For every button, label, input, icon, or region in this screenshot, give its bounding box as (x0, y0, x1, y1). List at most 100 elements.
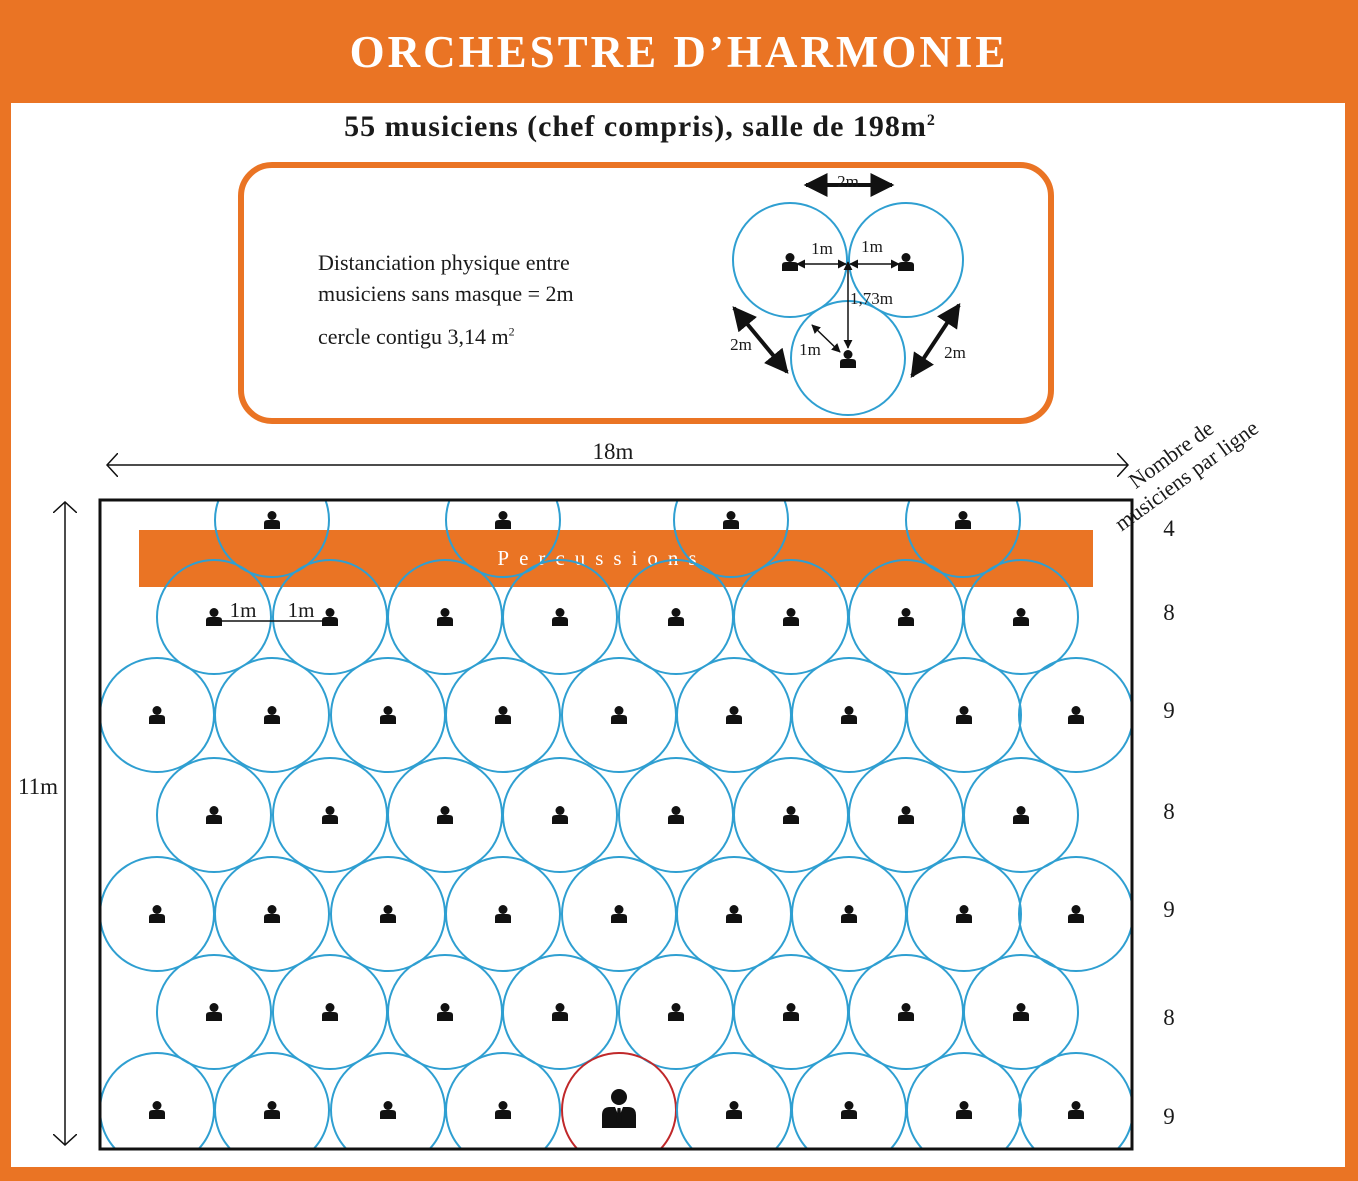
label-right-1m: 1m (861, 237, 883, 256)
row-count: 8 (1163, 799, 1175, 824)
row-count: 9 (1163, 698, 1175, 723)
spacing-label-right: 1m (288, 598, 315, 622)
person-icon (898, 253, 914, 271)
label-left-1m: 1m (811, 239, 833, 258)
musician-circle (963, 757, 1079, 873)
musician-icon (668, 608, 684, 626)
musician-icon (898, 806, 914, 824)
label-inner-1m: 1m (799, 340, 821, 359)
musician-icon (380, 1101, 396, 1119)
musician-icon (437, 806, 453, 824)
musician-icon (495, 706, 511, 724)
musician-icon (264, 511, 280, 529)
musician-icon (206, 608, 222, 626)
musician-icon (149, 706, 165, 724)
musician-icon (149, 905, 165, 923)
musician-circle (963, 559, 1079, 675)
musician-icon (898, 1003, 914, 1021)
musician-icon (956, 1101, 972, 1119)
percussions-label: Percussions (497, 546, 706, 570)
musician-icon (1068, 706, 1084, 724)
musician-icon (495, 1101, 511, 1119)
height-label: 11m (18, 774, 58, 799)
musician-icon (495, 905, 511, 923)
spacing-label-left: 1m (230, 598, 257, 622)
musician-icon (1068, 905, 1084, 923)
musician-icon (726, 706, 742, 724)
row-count: 8 (1163, 1005, 1175, 1030)
musician-icon (206, 1003, 222, 1021)
musician-circle (445, 1052, 561, 1149)
musician-circle (905, 500, 1021, 578)
info-box (238, 162, 1054, 424)
musician-icon (380, 905, 396, 923)
musician-circle (156, 954, 272, 1070)
musician-icon (206, 806, 222, 824)
musician-icon (322, 608, 338, 626)
musician-icon (552, 1003, 568, 1021)
musician-icon (380, 706, 396, 724)
musician-icon (1013, 1003, 1029, 1021)
musician-circle (1018, 657, 1132, 773)
musician-icon (264, 1101, 280, 1119)
musician-icon (956, 905, 972, 923)
musician-icon (841, 706, 857, 724)
info-line-2: musiciens sans masque = 2m (318, 281, 574, 306)
musician-icon (841, 1101, 857, 1119)
musician-circle (673, 500, 789, 578)
musician-icon (264, 905, 280, 923)
info-line-1: Distanciation physique entre (318, 250, 570, 275)
musician-icon (723, 511, 739, 529)
musician-circle (502, 954, 618, 1070)
stage-outline (98, 498, 1134, 1151)
musician-icon (955, 511, 971, 529)
musician-circle (445, 657, 561, 773)
musician-circle (214, 657, 330, 773)
label-top-2m: 2m (837, 172, 859, 191)
musician-circles (100, 500, 1132, 1149)
width-label: 18m (593, 439, 634, 464)
musician-icon (726, 1101, 742, 1119)
musician-icon (1068, 1101, 1084, 1119)
musician-icon (898, 608, 914, 626)
musician-icon (552, 806, 568, 824)
musician-icon (1013, 806, 1029, 824)
musician-icon (322, 1003, 338, 1021)
subtitle-superscript: 2 (926, 112, 936, 129)
spacing-diagram: 2m 1m 1m 1,73m 1m 2m 2m (730, 172, 966, 416)
musician-icon (437, 1003, 453, 1021)
musician-circle (906, 1052, 1022, 1149)
musician-circle (214, 1052, 330, 1149)
info-line-3: cercle contigu 3,14 m2 (318, 324, 515, 350)
musician-circle (445, 500, 561, 578)
musician-icon (552, 608, 568, 626)
content-area (11, 103, 1345, 1167)
label-left-2m: 2m (730, 335, 752, 354)
musician-circle (214, 856, 330, 972)
spacing-circle-left (732, 202, 848, 318)
percussions-band (139, 530, 1093, 587)
musician-icon (495, 511, 511, 529)
row-count: 9 (1163, 897, 1175, 922)
row-count: 9 (1163, 1104, 1175, 1129)
spacing-circle-right (848, 202, 964, 318)
musician-circle (906, 657, 1022, 773)
musician-icon (437, 608, 453, 626)
musician-icon (783, 806, 799, 824)
musician-icon (149, 1101, 165, 1119)
musician-circle (214, 500, 330, 578)
musician-circle (156, 757, 272, 873)
musician-icon (783, 608, 799, 626)
musician-circle (502, 559, 618, 675)
row-count: 4 (1163, 516, 1175, 541)
musician-circle (156, 559, 272, 675)
subtitle: 55 musiciens (chef compris), salle de 19… (0, 110, 1280, 144)
musician-icon (783, 1003, 799, 1021)
musician-circle (1018, 856, 1132, 972)
musician-icon (1013, 608, 1029, 626)
info-line-3-superscript: 2 (508, 324, 515, 339)
musician-icon (611, 905, 627, 923)
musician-icon (611, 706, 627, 724)
